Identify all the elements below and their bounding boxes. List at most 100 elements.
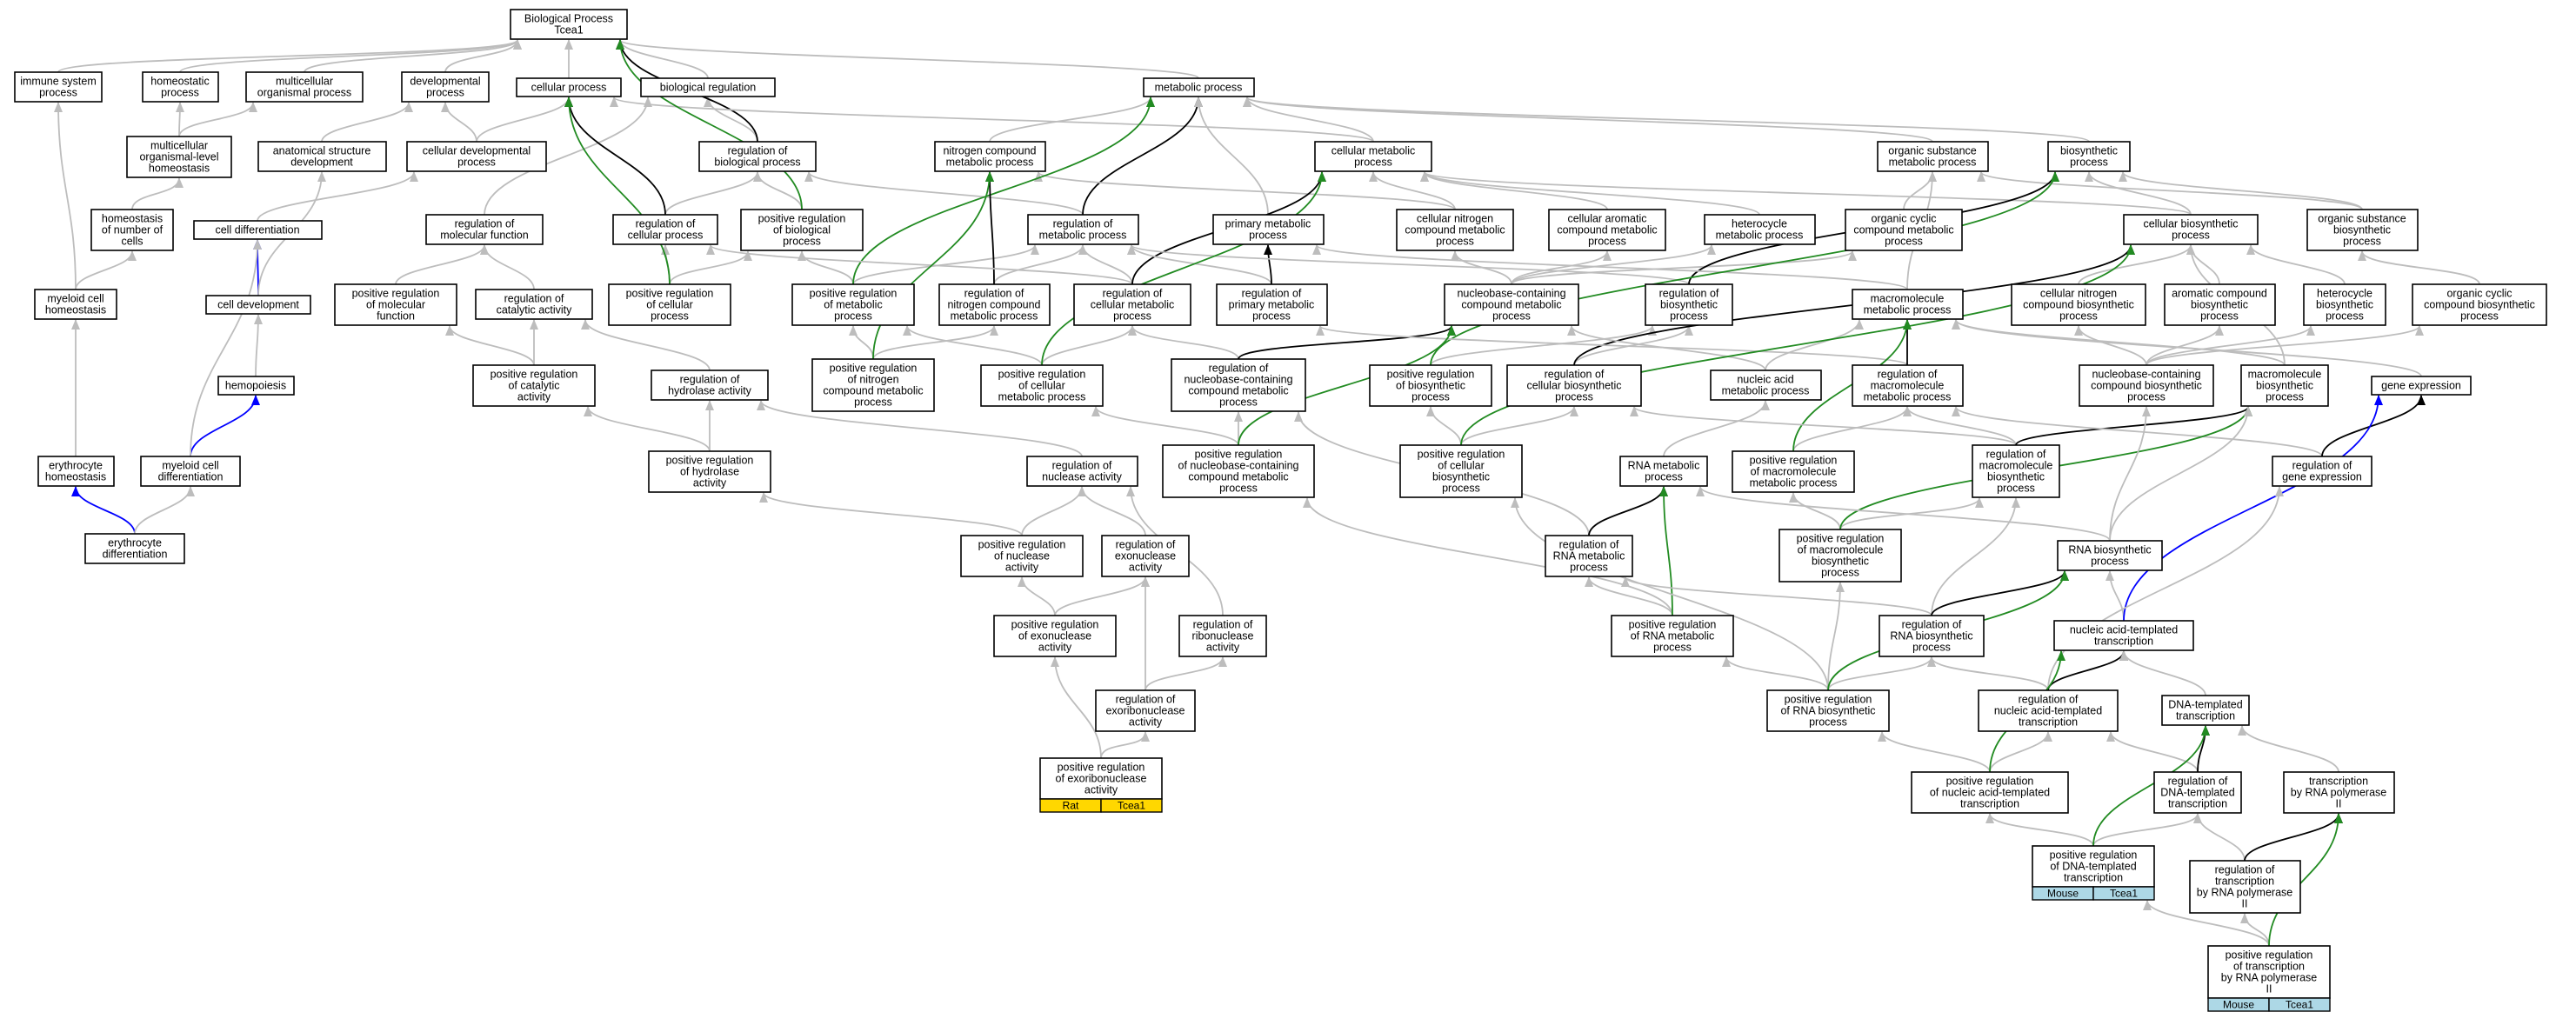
go-term-node[interactable]: biological regulation	[640, 77, 776, 97]
go-term-box	[217, 376, 295, 396]
go-term-node[interactable]: cell development	[205, 295, 311, 315]
go-term-node[interactable]: regulation ofnucleobase-containingcompou…	[1171, 358, 1306, 412]
go-term-box	[2057, 540, 2163, 571]
go-term-label: positive regulation	[1387, 369, 1475, 381]
go-term-box	[1101, 535, 1190, 577]
go-term-node[interactable]: cell differentiation	[193, 220, 323, 240]
go-term-label: organismal process	[257, 87, 351, 99]
go-term-node[interactable]: metabolic process	[1143, 77, 1255, 97]
go-term-label: positive regulation	[626, 288, 714, 300]
go-term-label: of number of	[102, 224, 164, 236]
go-term-label: RNA biosynthetic	[1890, 630, 1972, 643]
go-term-node[interactable]: cellular process	[516, 77, 622, 97]
edge-is-a	[2193, 813, 2246, 862]
go-term-node[interactable]: hemopoiesis	[217, 376, 295, 396]
go-term-label: differentiation	[103, 549, 168, 561]
go-term-node[interactable]: regulation ofmacromoleculebiosyntheticpr…	[1972, 444, 2060, 498]
go-term-node[interactable]: gene expression	[2371, 376, 2472, 396]
